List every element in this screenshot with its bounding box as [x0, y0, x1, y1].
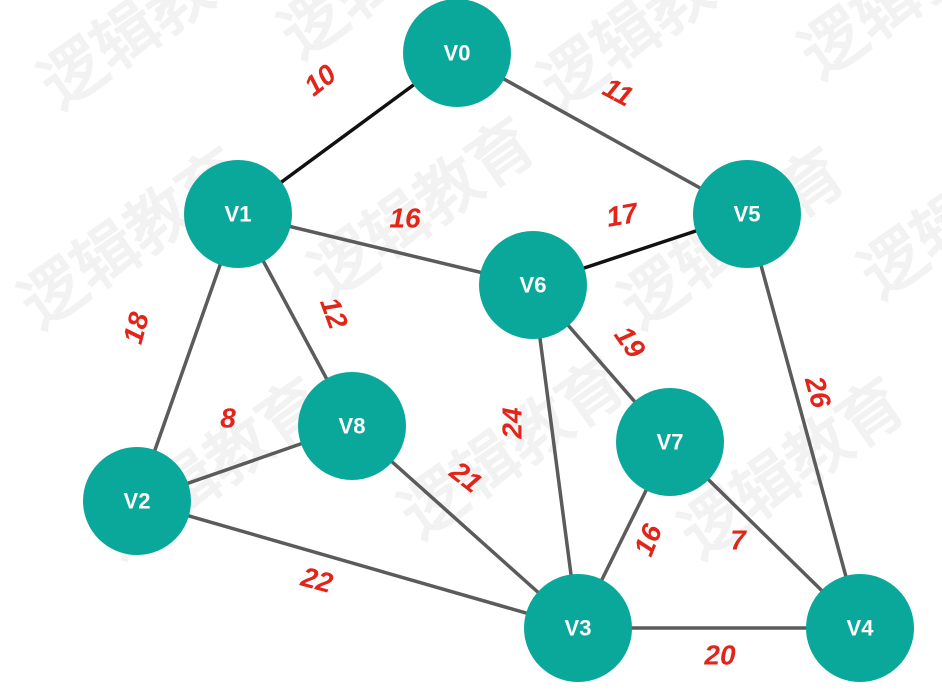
edge-v2-v3	[135, 499, 580, 630]
node-v2	[83, 447, 191, 555]
watermark-text: 逻辑教育	[27, 0, 278, 121]
node-v0	[403, 0, 511, 107]
node-label-v4: V4	[847, 616, 875, 641]
watermark-text: 逻辑教育	[387, 346, 638, 552]
edge-v5-v4	[745, 212, 862, 630]
node-v1	[184, 160, 292, 268]
edge-weight-v2-v8: 8	[220, 403, 236, 434]
edge-weight-v1-v2: 18	[117, 309, 155, 348]
watermark-text: 逻辑教育	[787, 0, 942, 91]
node-label-v1: V1	[225, 202, 252, 227]
edge-weight-v7-v4: 7	[730, 525, 747, 556]
node-label-v5: V5	[734, 202, 761, 227]
edge-weight-v3-v4: 20	[703, 640, 736, 671]
edge-weight-v5-v6: 17	[604, 197, 641, 233]
watermark-text: 逻辑教育	[847, 106, 942, 312]
node-label-v2: V2	[124, 489, 151, 514]
node-v5	[693, 160, 801, 268]
node-label-v3: V3	[565, 616, 592, 641]
node-label-v7: V7	[657, 430, 684, 455]
edge-weight-v7-v3: 16	[628, 519, 669, 560]
node-v8	[298, 372, 406, 480]
edge-v6-v3	[531, 283, 580, 630]
node-v7	[616, 388, 724, 496]
edge-v0-v5	[455, 51, 749, 216]
edge-weight-v2-v3: 22	[297, 561, 336, 599]
node-label-v0: V0	[444, 41, 471, 66]
node-v3	[524, 574, 632, 682]
edge-weight-v1-v6: 16	[389, 203, 421, 234]
node-label-v8: V8	[339, 414, 366, 439]
watermark-text: 逻辑教育	[527, 0, 778, 121]
node-v4	[806, 574, 914, 682]
node-v6	[479, 231, 587, 339]
node-label-v6: V6	[520, 273, 547, 298]
edge-weight-v6-v3: 24	[497, 407, 528, 440]
